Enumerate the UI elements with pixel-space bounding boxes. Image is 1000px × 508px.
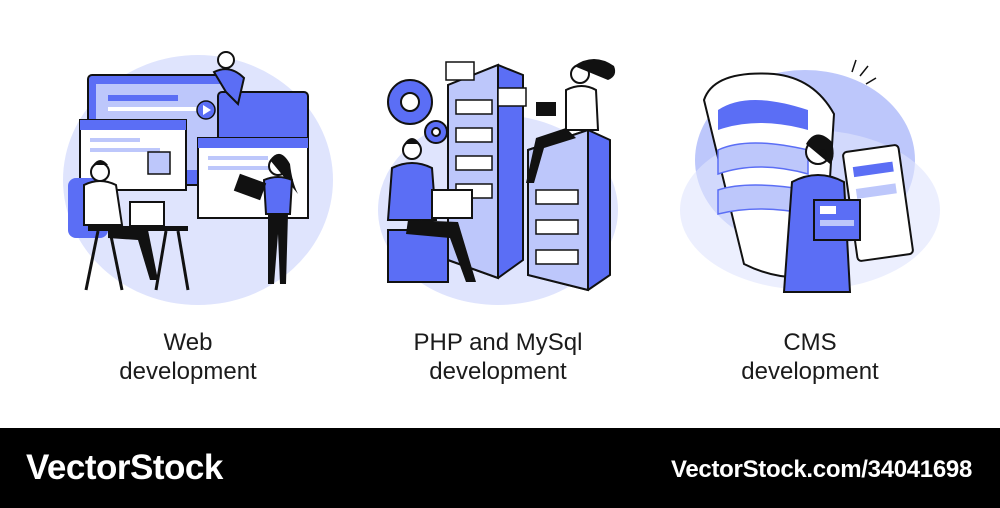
web-development-caption: Web development — [38, 328, 338, 386]
caption-line-2: development — [119, 358, 257, 385]
cms-development-panel: CMS development — [660, 40, 960, 390]
php-mysql-development-illustration — [378, 59, 618, 305]
caption-line-2: development — [429, 358, 567, 385]
image-id-label: VectorStock.com/34041698 — [671, 456, 972, 483]
watermark-footer: VectorStock VectorStock.com/34041698 — [0, 428, 1000, 508]
php-mysql-development-caption: PHP and MySql development — [348, 328, 648, 386]
cms-development-illustration — [680, 59, 940, 293]
brand-logo: VectorStock — [26, 448, 223, 487]
gear-icon — [387, 79, 433, 125]
caption-line-1: Web — [163, 329, 213, 356]
web-development-panel: Web development — [38, 40, 338, 390]
caption-line-1: CMS — [783, 329, 837, 356]
php-mysql-development-panel: PHP and MySql development — [348, 40, 648, 390]
web-development-illustration — [63, 51, 333, 305]
caption-line-1: PHP and MySql — [413, 329, 583, 356]
caption-line-2: development — [741, 358, 879, 385]
cms-development-caption: CMS development — [660, 328, 960, 386]
